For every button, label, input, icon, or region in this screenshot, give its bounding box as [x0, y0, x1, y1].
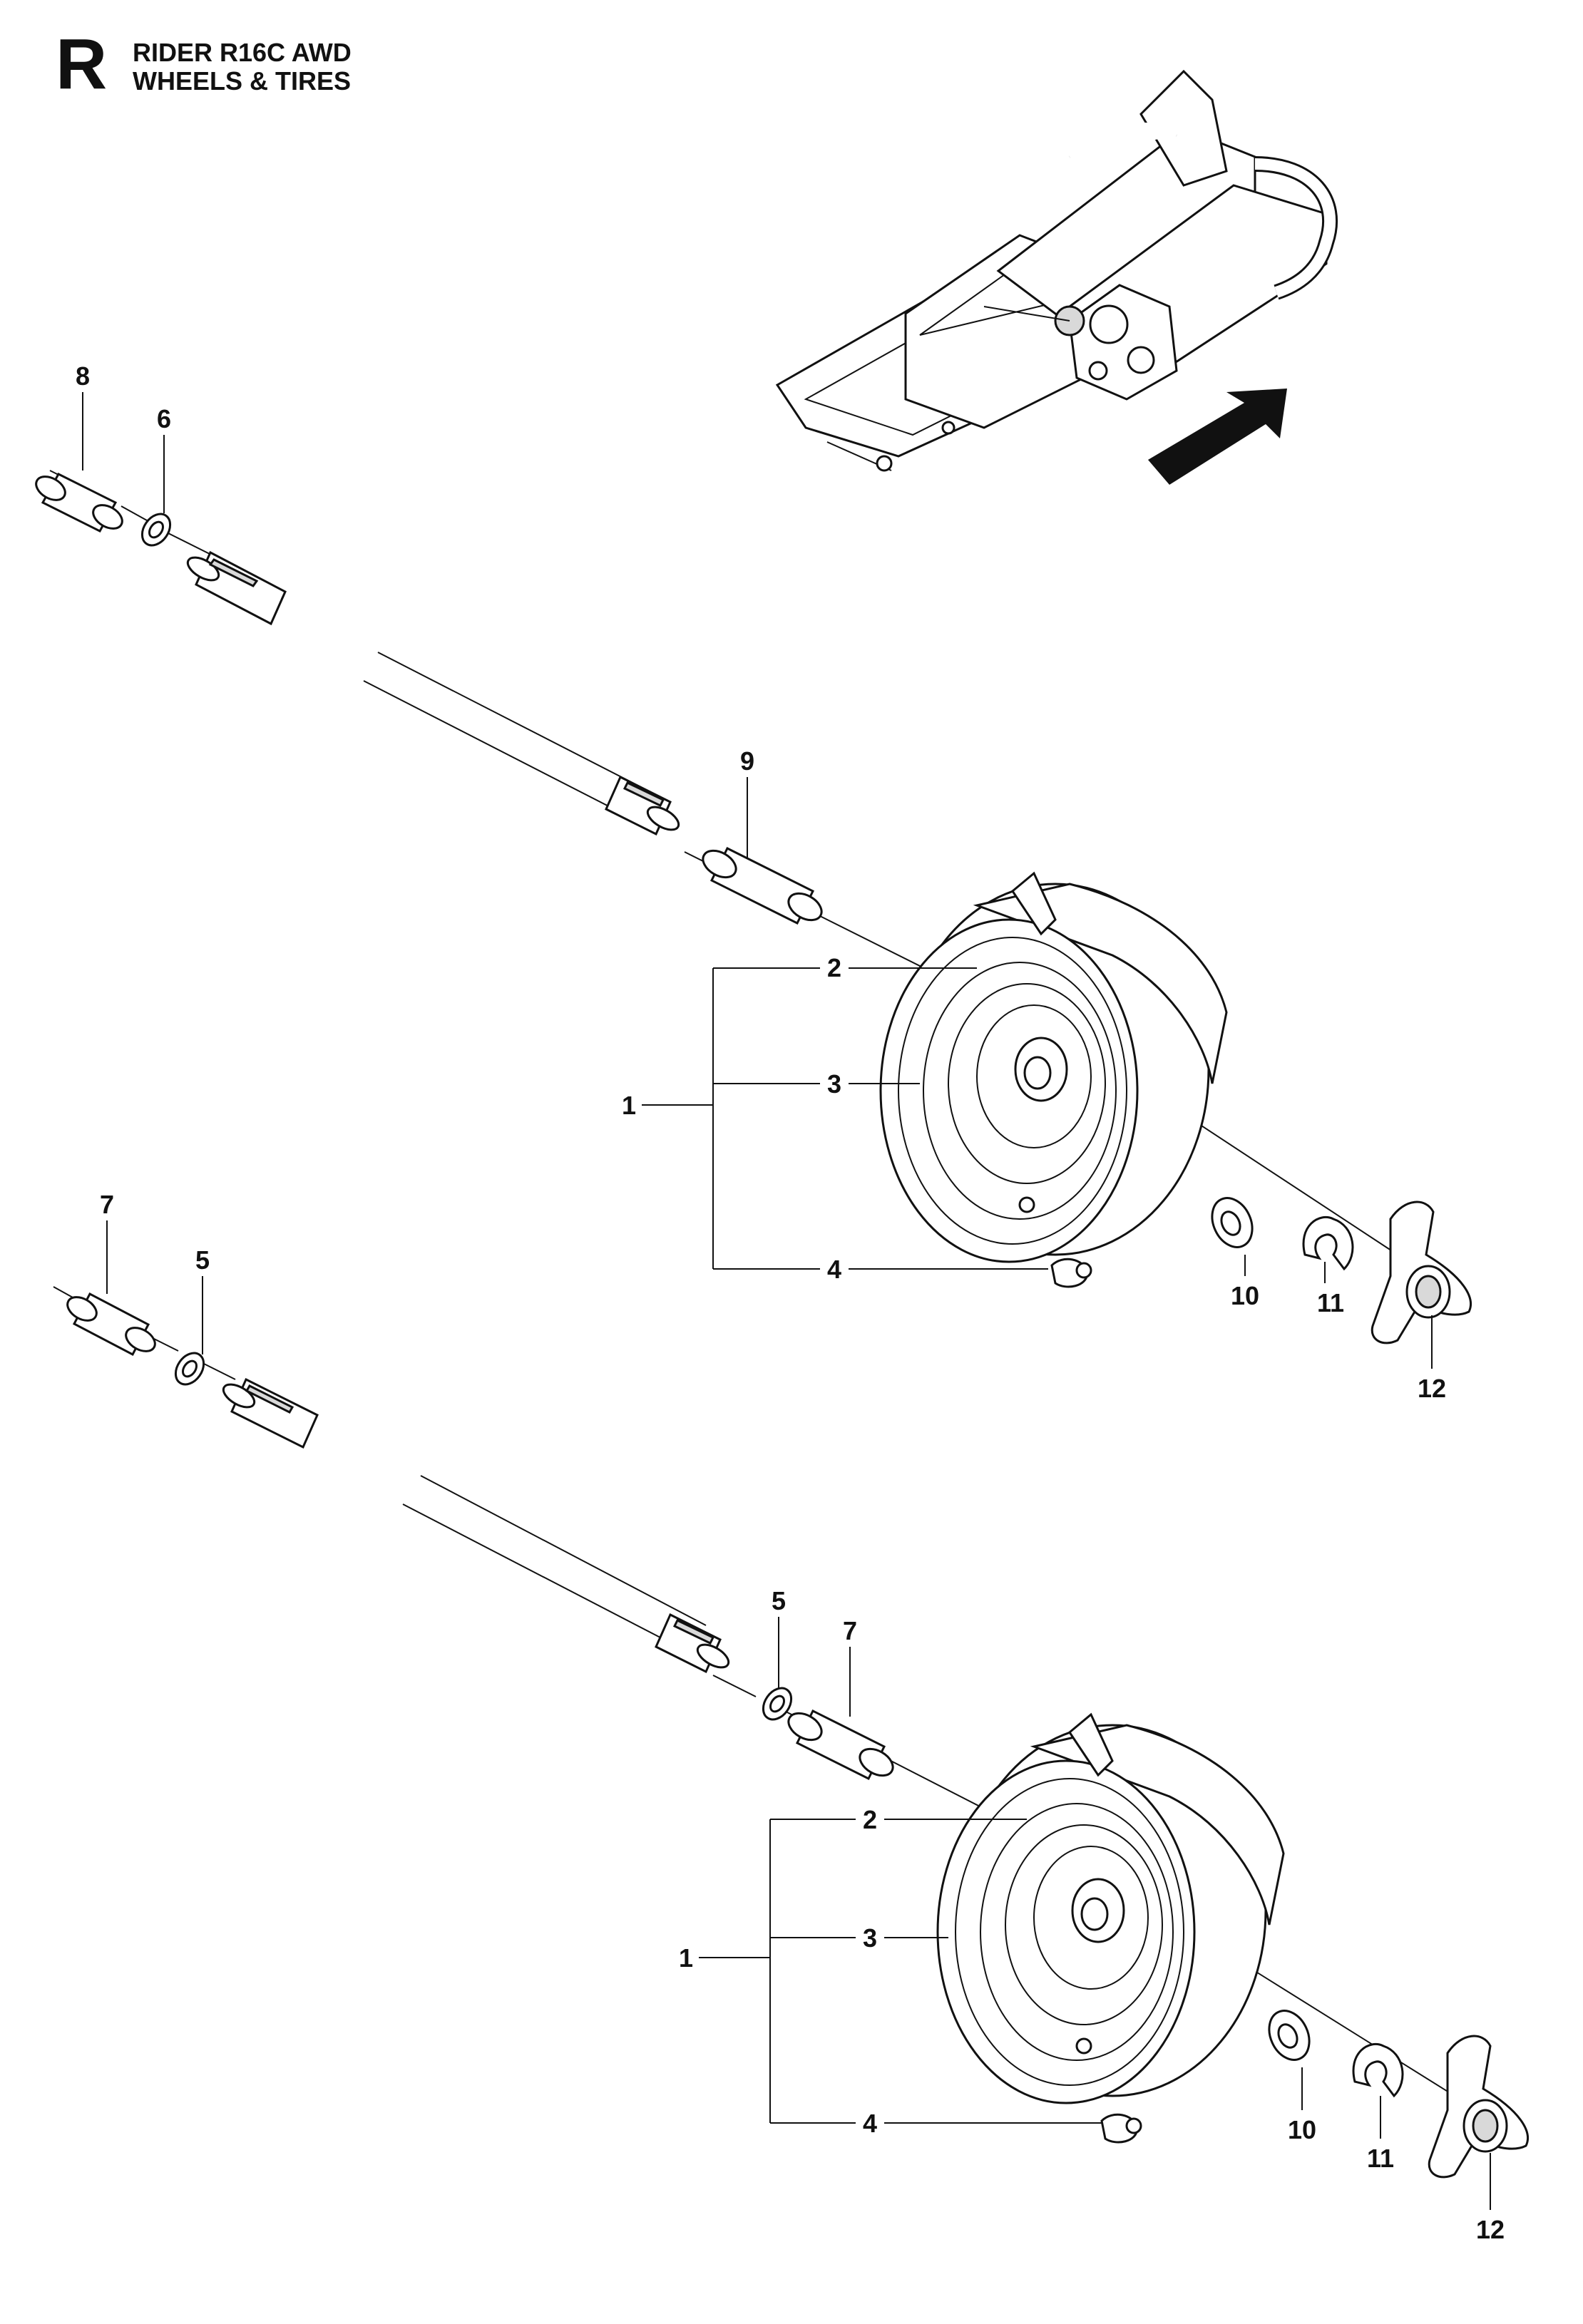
bushing-9: [702, 846, 823, 925]
callout-11-upper: 11: [1317, 1288, 1344, 1317]
callout-5-right: 5: [772, 1586, 786, 1615]
title-line-model: RIDER R16C AWD: [133, 38, 352, 67]
callout-1-lower: 1: [679, 1943, 693, 1973]
retaining-clip-11-upper: [1302, 1216, 1354, 1271]
callout-3-upper: 3: [827, 1069, 841, 1099]
callout-9: 9: [740, 746, 754, 776]
callout-2-lower: 2: [863, 1805, 877, 1834]
callout-2-upper: 2: [827, 953, 841, 982]
wheel-tire-upper: [879, 871, 1228, 1263]
title-line-section: WHEELS & TIRES: [133, 66, 352, 96]
callout-7-right: 7: [843, 1616, 857, 1645]
axle-shaft-lower: [222, 1377, 730, 1674]
upper-axle-assembly: [35, 392, 1472, 1369]
section-letter: R: [56, 24, 108, 104]
callout-10-upper: 10: [1231, 1281, 1259, 1310]
diagram-title: RIDER R16C AWD WHEELS & TIRES: [133, 38, 352, 95]
callout-12-lower: 12: [1476, 2215, 1505, 2244]
callout-1-upper: 1: [622, 1091, 636, 1120]
washer-10-upper: [1211, 1197, 1254, 1248]
callout-11-lower: 11: [1367, 2144, 1394, 2173]
bushing-8: [35, 473, 123, 533]
callout-10-lower: 10: [1288, 2115, 1316, 2144]
washer-10-lower: [1268, 2010, 1311, 2061]
washer-5-right: [762, 1687, 793, 1721]
rider-frame-icon: [775, 69, 1338, 472]
washer-5-left: [174, 1352, 205, 1386]
washer-6: [140, 513, 172, 547]
axle-shaft-upper: [186, 550, 680, 836]
arrow-upper-right-icon: [1148, 389, 1287, 485]
callout-4-upper: 4: [827, 1255, 841, 1284]
valve-stem-4-lower: [1100, 2113, 1142, 2144]
callout-12-upper: 12: [1418, 1374, 1446, 1403]
callout-8: 8: [76, 361, 90, 391]
retaining-clip-11-lower: [1352, 2043, 1404, 2098]
callout-6: 6: [157, 404, 171, 433]
wheel-tire-lower: [936, 1712, 1285, 2104]
hub-cap-12-lower: [1428, 2035, 1529, 2179]
hub-cap-12-upper: [1371, 1200, 1472, 1344]
valve-stem-4: [1050, 1258, 1092, 1288]
callout-3-lower: 3: [863, 1923, 877, 1953]
callout-5-left: 5: [195, 1245, 210, 1275]
lower-axle-assembly: [53, 1220, 1529, 2210]
bushing-7-right: [787, 1709, 894, 1781]
bushing-7-left: [66, 1292, 156, 1357]
callout-4-lower: 4: [863, 2109, 877, 2138]
callout-7-left: 7: [100, 1190, 114, 1219]
